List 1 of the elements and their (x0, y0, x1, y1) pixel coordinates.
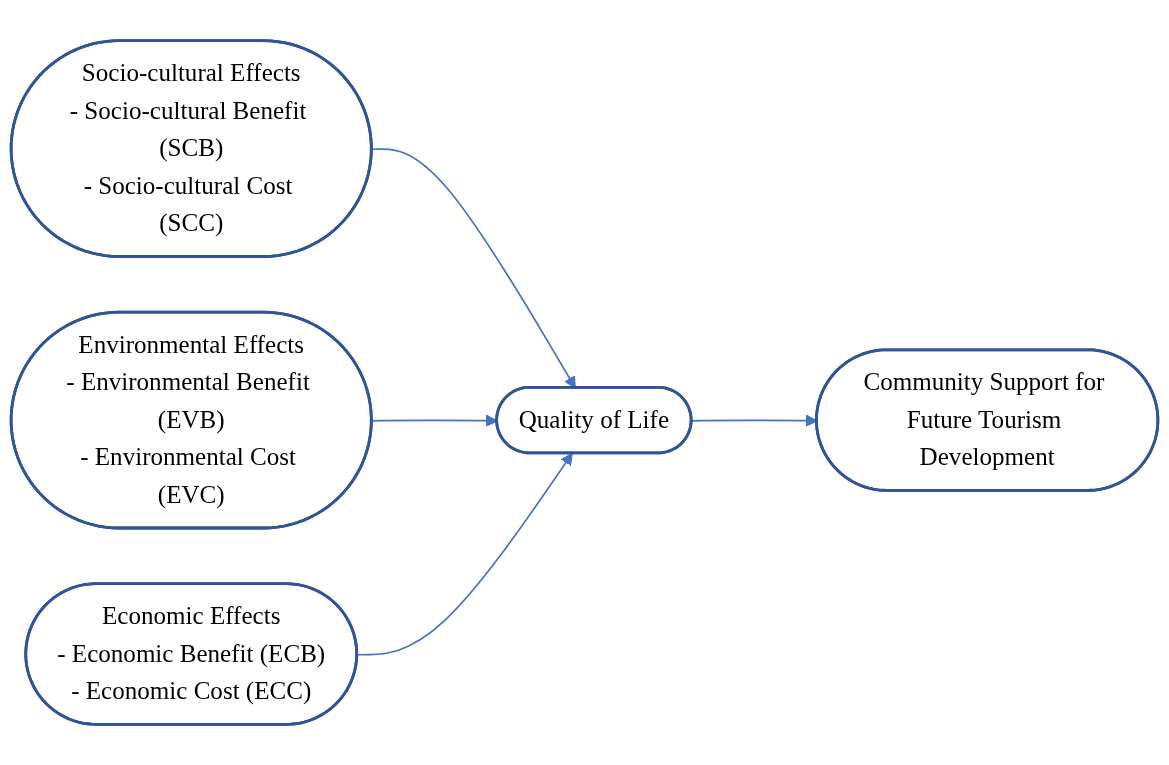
arrow (356, 452, 573, 656)
